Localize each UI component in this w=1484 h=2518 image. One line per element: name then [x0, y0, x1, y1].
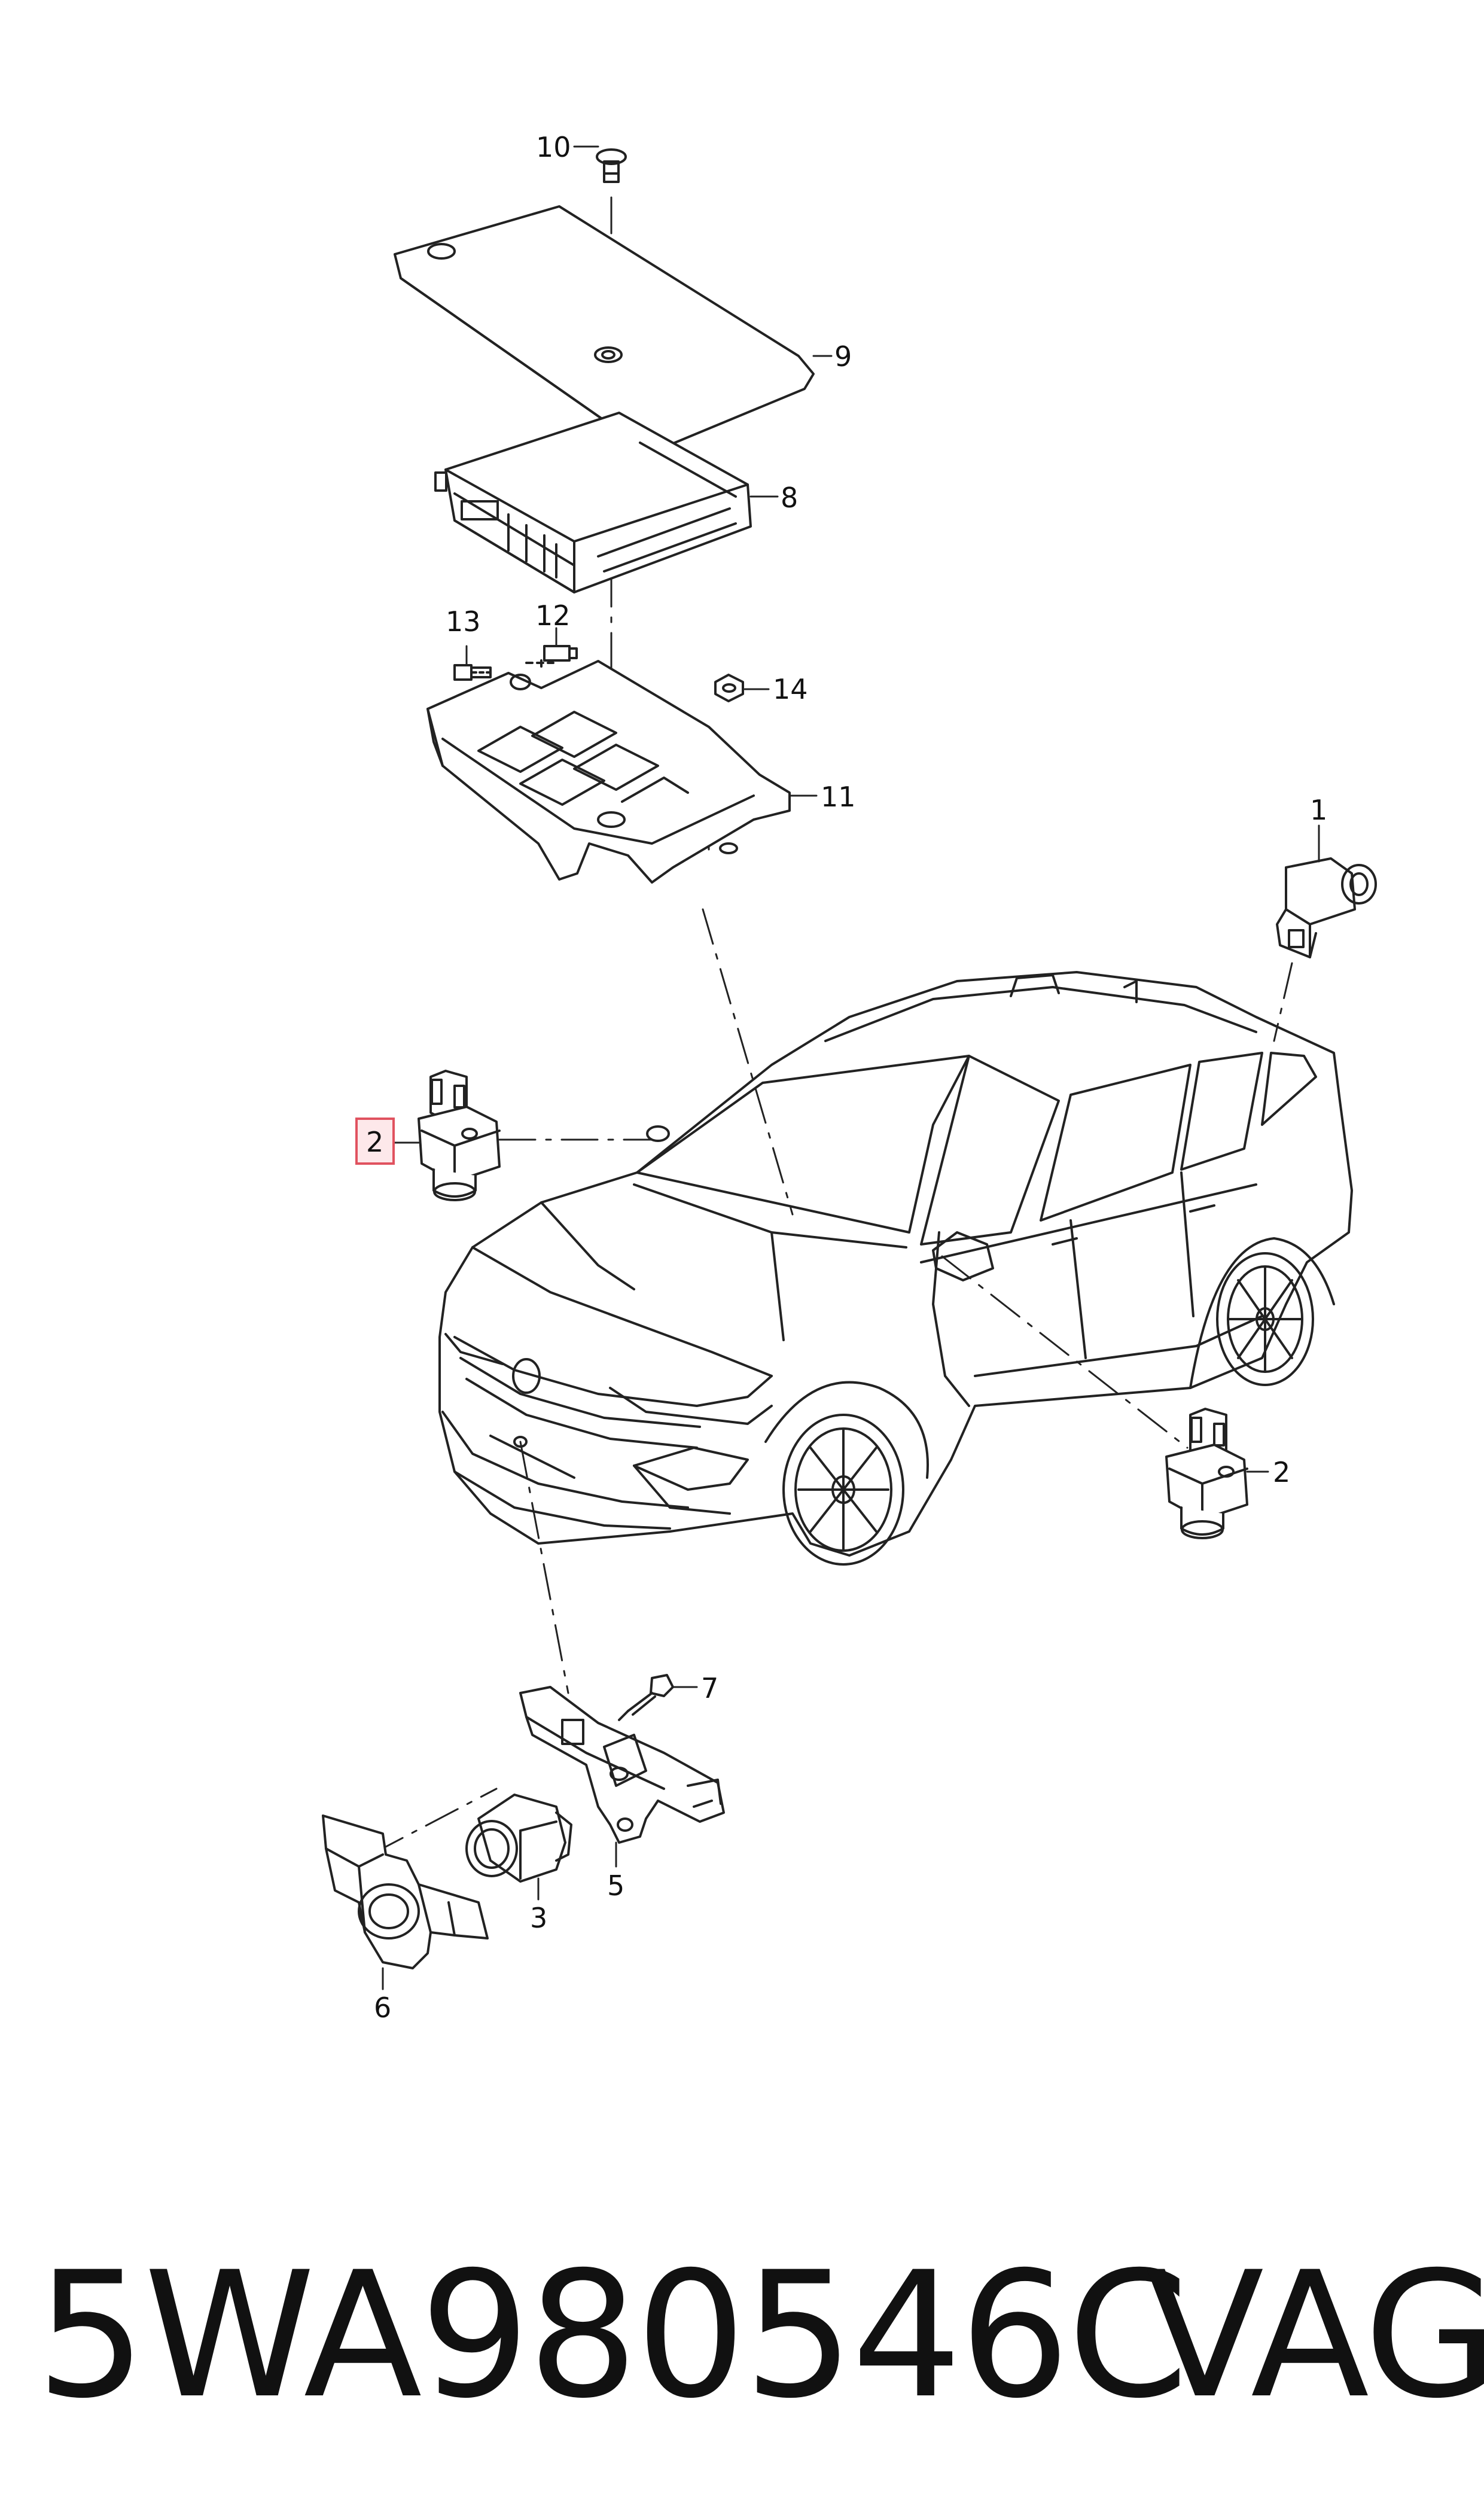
- bracket-5: [519, 1686, 725, 1844]
- part-number: 5WA980546C: [36, 2235, 1189, 2437]
- mounting-plate-6: [322, 1814, 489, 1969]
- leader-lines: [382, 145, 1320, 1990]
- bracket-11: [426, 660, 791, 884]
- callout-1: 1: [1310, 794, 1327, 826]
- vehicle-outline: [438, 971, 1353, 1566]
- screw-7: [618, 1674, 674, 1721]
- rivet-clip-10: [596, 148, 627, 183]
- brand-name: VAG: [1145, 2235, 1484, 2437]
- callout-13: 13: [446, 605, 481, 638]
- sensor-1: [1276, 857, 1377, 958]
- nut-14: [714, 674, 744, 702]
- callout-12: 12: [535, 599, 571, 632]
- highlight-box-2: [355, 1118, 395, 1165]
- callout-labels: 10 9 8 12 13 14 11 1 2 2 7 5 3 6: [366, 131, 1327, 2024]
- control-unit-8: [434, 412, 752, 593]
- callout-2-right: 2: [1273, 1456, 1290, 1488]
- sensor-2-left: [418, 1070, 501, 1201]
- callout-7: 7: [701, 1672, 718, 1704]
- callout-2-left: 2: [366, 1126, 383, 1158]
- callout-8: 8: [781, 482, 798, 514]
- sensor-2-right: [1165, 1408, 1248, 1539]
- callout-10: 10: [536, 131, 571, 163]
- assembly-axis-lines: [370, 196, 1293, 1856]
- callout-3: 3: [530, 1902, 547, 1934]
- callout-14: 14: [773, 673, 808, 705]
- callout-11: 11: [821, 781, 856, 813]
- camera-3: [465, 1794, 572, 1883]
- callout-6: 6: [374, 1992, 391, 2024]
- bolt-12: [525, 645, 578, 671]
- callout-9: 9: [834, 340, 852, 373]
- bolt-13: [453, 664, 492, 681]
- callout-5: 5: [607, 1870, 624, 1902]
